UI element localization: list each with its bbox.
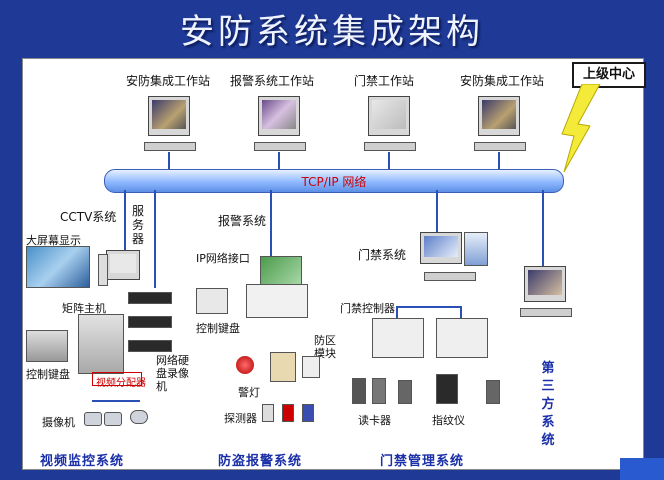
lightning-bolt-icon — [561, 84, 601, 173]
connector-controllers — [396, 306, 462, 308]
fingerprint-device-2 — [486, 380, 500, 404]
alarm-system-label: 报警系统 — [218, 214, 267, 228]
dvr-unit-1 — [128, 292, 172, 304]
workstation-label-1: 安防集成工作站 — [126, 74, 211, 88]
third-party-label: 第三方系统 — [541, 361, 555, 448]
camera-icon-1 — [84, 412, 102, 426]
video-distributor-box — [92, 372, 142, 386]
connector-controller-2 — [460, 306, 462, 318]
connector-server-bus — [154, 190, 156, 288]
access-controller-2 — [436, 318, 488, 358]
workstation-pc-1 — [144, 96, 196, 154]
subsystem-label-video: 视频监控系统 — [40, 454, 125, 469]
server-label: 服务器 — [132, 204, 145, 246]
detector-device-1 — [262, 404, 274, 422]
zone-module-device — [270, 352, 296, 382]
cctv-system-label: CCTV系统 — [60, 210, 117, 224]
subsystem-label-access: 门禁管理系统 — [380, 454, 465, 469]
detector-label: 探测器 — [224, 412, 257, 425]
camera-label: 摄像机 — [42, 416, 75, 429]
workstation-label-4: 安防集成工作站 — [460, 74, 545, 88]
camera-icon-3 — [130, 410, 148, 424]
alarm-light-icon — [236, 356, 254, 374]
access-workstation — [420, 232, 490, 284]
video-distributor-label: 视频分配器 — [96, 378, 146, 389]
access-controller-label: 门禁控制器 — [340, 302, 395, 315]
connector-ws1 — [168, 152, 170, 170]
tcpip-network-bus: TCP/IP 网络 — [104, 169, 564, 193]
connector-access-bus — [436, 190, 438, 232]
workstation-pc-3 — [364, 96, 416, 154]
page-title: 安防系统集成架构 — [180, 12, 484, 52]
connector-cameras — [92, 400, 140, 402]
connector-ws3 — [388, 152, 390, 170]
workstation-label-2: 报警系统工作站 — [230, 74, 315, 88]
video-wall-label: 大屏幕显示 — [26, 234, 81, 247]
alarm-panel-device — [260, 256, 302, 286]
corner-decoration — [620, 458, 664, 480]
fingerprint-label: 指纹仪 — [432, 414, 465, 427]
dvr-label: 网络硬盘录像机 — [156, 354, 189, 393]
alarm-keypad-label: 控制键盘 — [196, 322, 240, 335]
detector-device-2 — [282, 404, 294, 422]
matrix-label: 矩阵主机 — [62, 302, 106, 315]
card-reader-2 — [372, 378, 386, 404]
access-controller-1 — [372, 318, 424, 358]
control-keyboard-label: 控制键盘 — [26, 368, 70, 381]
fingerprint-device-1 — [436, 374, 458, 404]
connector-ws2 — [278, 152, 280, 170]
detector-device-4 — [302, 356, 320, 378]
dvr-unit-2 — [128, 316, 172, 328]
workstation-label-3: 门禁工作站 — [354, 74, 415, 88]
server-computer — [98, 250, 140, 290]
connector-third-party-bus — [542, 190, 544, 266]
ip-interface-label: IP网络接口 — [196, 252, 250, 265]
third-party-workstation — [520, 266, 572, 318]
connector-cctv-bus — [124, 190, 126, 250]
alarm-light-label: 警灯 — [238, 386, 260, 399]
camera-icon-2 — [104, 412, 122, 426]
control-keyboard-device — [26, 330, 68, 362]
workstation-pc-2 — [254, 96, 306, 154]
connector-alarm-bus — [270, 190, 272, 258]
workstation-pc-4 — [474, 96, 526, 154]
dvr-unit-3 — [128, 340, 172, 352]
card-reader-3 — [398, 380, 412, 404]
connector-ws4 — [498, 152, 500, 170]
detector-group — [246, 284, 308, 318]
card-reader-label: 读卡器 — [358, 414, 391, 427]
connector-controller-1 — [396, 306, 398, 318]
detector-device-3 — [302, 404, 314, 422]
card-reader-1 — [352, 378, 366, 404]
subsystem-label-alarm: 防盗报警系统 — [218, 454, 303, 469]
video-wall-display — [26, 246, 90, 288]
access-system-label: 门禁系统 — [358, 248, 407, 262]
network-label: TCP/IP 网络 — [301, 175, 367, 189]
matrix-host — [78, 314, 124, 374]
alarm-keypad-device — [196, 288, 228, 314]
